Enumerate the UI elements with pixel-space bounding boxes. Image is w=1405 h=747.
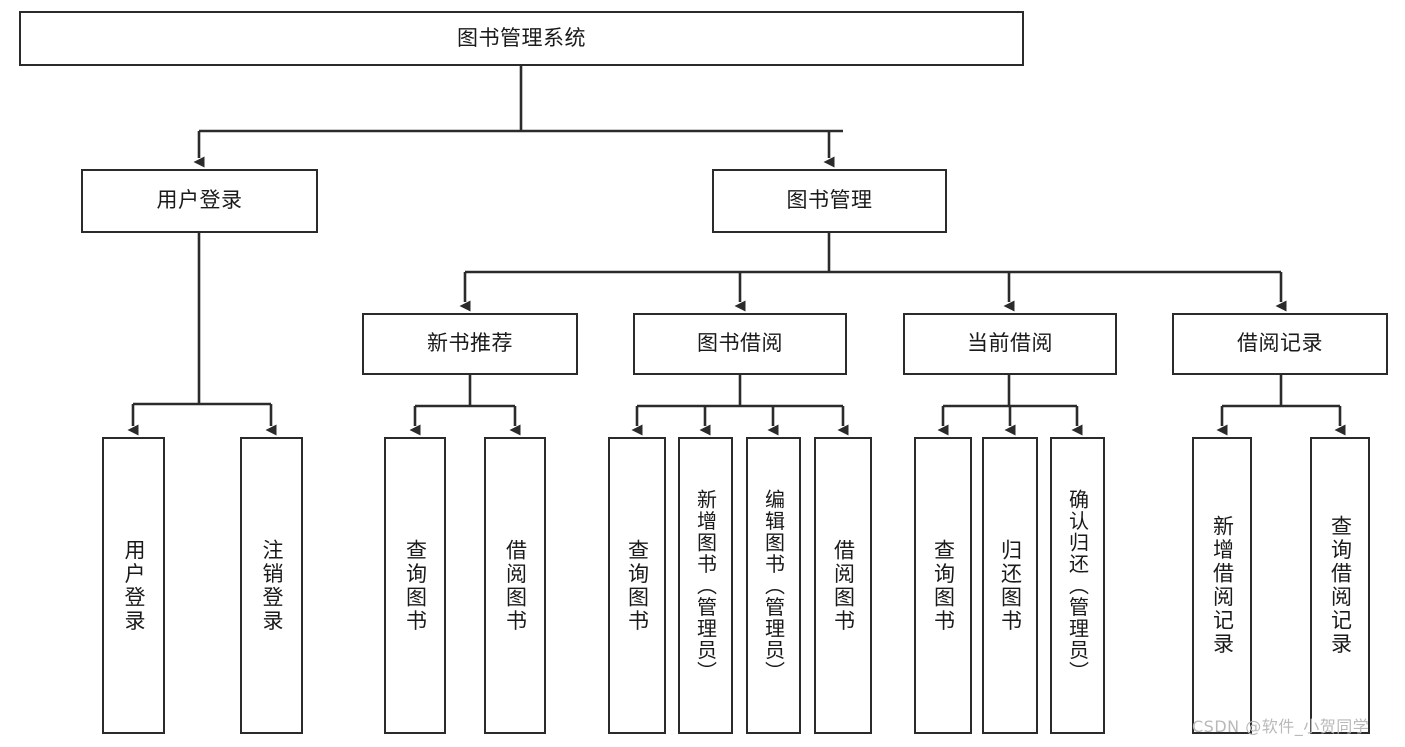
node-leaf-confirm-return-admin[interactable]: 确认归还（管理员）	[1050, 437, 1105, 734]
node-label: 当前借阅	[967, 331, 1053, 356]
node-book-borrow[interactable]: 图书借阅	[633, 313, 847, 375]
node-label: 查询图书	[403, 538, 428, 633]
node-leaf-borrow-book[interactable]: 借阅图书	[814, 437, 872, 734]
node-leaf-query-book-borrow[interactable]: 查询图书	[608, 437, 666, 734]
node-book-management[interactable]: 图书管理	[712, 169, 947, 233]
node-label: 借阅图书	[831, 538, 856, 633]
node-leaf-query-book-recommend[interactable]: 查询图书	[384, 437, 446, 734]
node-current-borrow[interactable]: 当前借阅	[903, 313, 1117, 375]
node-label: 注销登录	[260, 538, 284, 633]
node-label: 借阅图书	[503, 538, 528, 633]
node-root-system[interactable]: 图书管理系统	[19, 11, 1024, 66]
node-label: 图书管理	[786, 188, 873, 213]
node-borrow-record[interactable]: 借阅记录	[1172, 313, 1388, 375]
node-new-book-recommend[interactable]: 新书推荐	[362, 313, 578, 375]
watermark-text: CSDN @软件_小贺同学	[1192, 717, 1370, 736]
node-leaf-add-book-admin[interactable]: 新增图书（管理员）	[678, 437, 733, 734]
node-label: 新增图书（管理员）	[693, 488, 718, 683]
node-leaf-query-borrow-record[interactable]: 查询借阅记录	[1310, 437, 1370, 734]
node-leaf-query-book-current[interactable]: 查询图书	[914, 437, 972, 734]
node-leaf-add-borrow-record[interactable]: 新增借阅记录	[1192, 437, 1252, 734]
node-label: 图书管理系统	[457, 25, 586, 50]
node-leaf-edit-book-admin[interactable]: 编辑图书（管理员）	[746, 437, 801, 734]
node-label: 用户登录	[156, 188, 243, 213]
node-label: 归还图书	[998, 538, 1023, 633]
node-label: 借阅记录	[1237, 331, 1323, 356]
node-label: 用户登录	[122, 538, 146, 633]
node-label: 查询图书	[931, 538, 956, 633]
node-leaf-borrow-book-recommend[interactable]: 借阅图书	[484, 437, 546, 734]
node-label: 图书借阅	[697, 331, 783, 356]
node-label: 新书推荐	[427, 331, 513, 356]
node-user-login[interactable]: 用户登录	[81, 169, 318, 233]
node-label: 编辑图书（管理员）	[761, 488, 786, 683]
node-label: 查询图书	[625, 538, 650, 633]
node-leaf-logout[interactable]: 注销登录	[240, 437, 303, 734]
node-label: 新增借阅记录	[1210, 515, 1235, 656]
node-label: 确认归还（管理员）	[1065, 488, 1090, 683]
node-label: 查询借阅记录	[1328, 515, 1353, 656]
node-leaf-return-book[interactable]: 归还图书	[982, 437, 1038, 734]
node-leaf-user-login[interactable]: 用户登录	[102, 437, 165, 734]
